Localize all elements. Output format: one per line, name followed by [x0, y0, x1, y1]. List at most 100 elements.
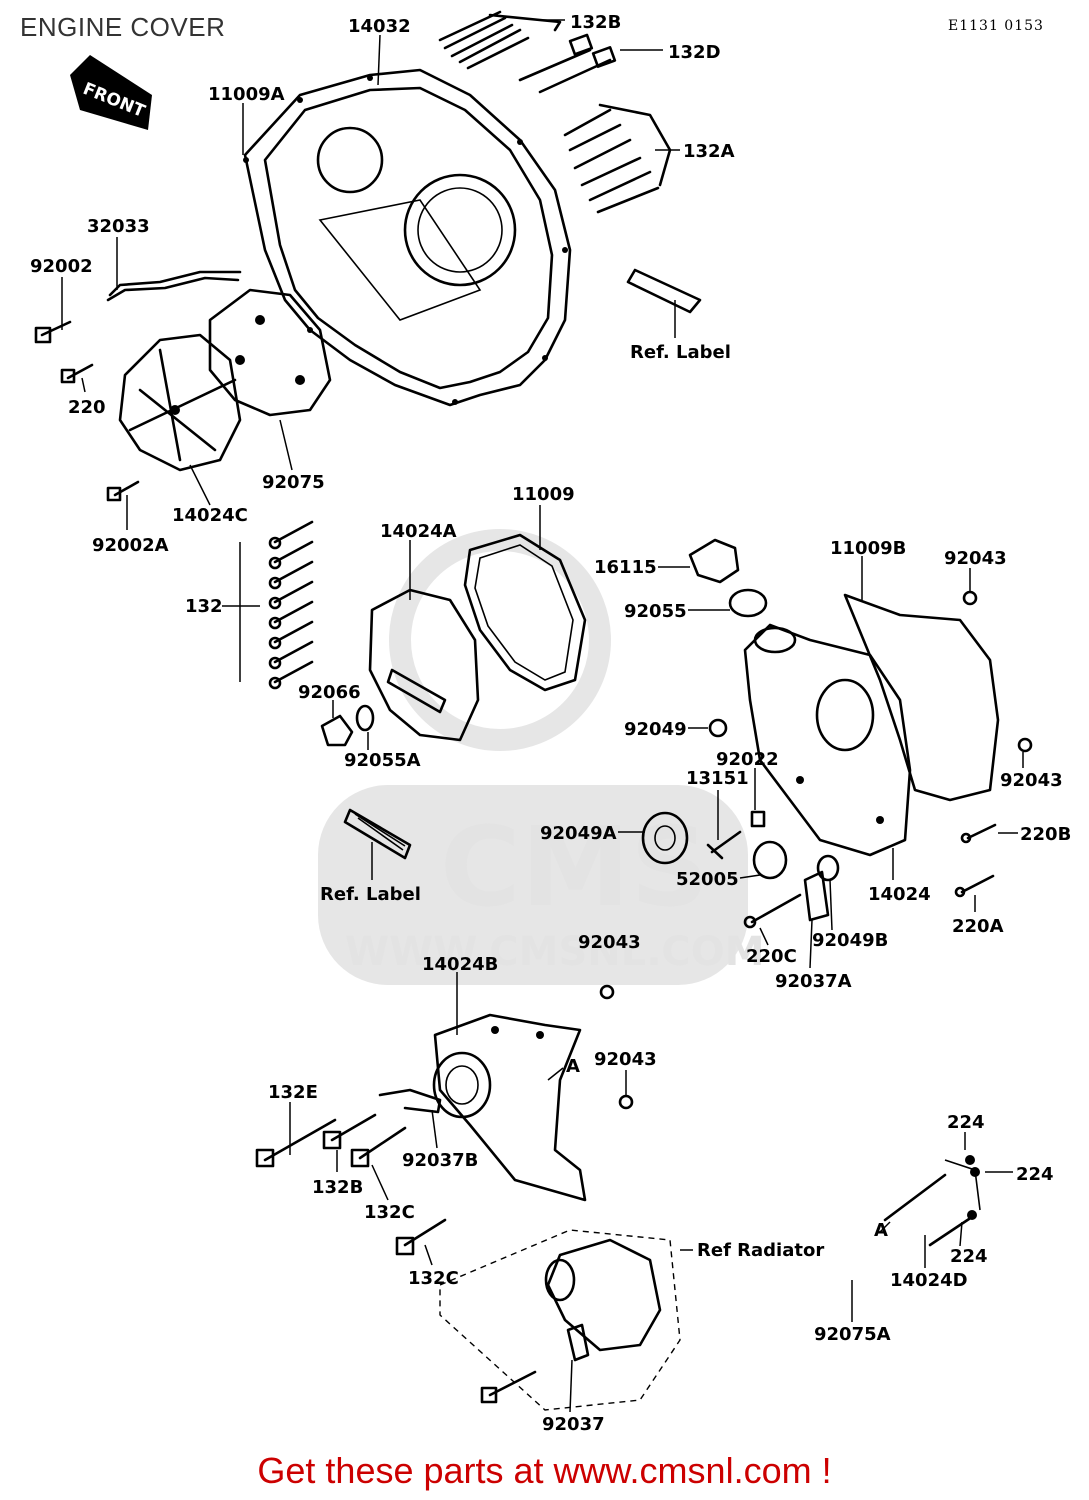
label-ref-label-mid: Ref. Label: [320, 884, 421, 905]
part-number-labels: 14032 132B 132D 11009A 132A 32033 92002 …: [30, 12, 1071, 1435]
label-14024B: 14024B: [422, 954, 498, 975]
gasket-92075: [208, 288, 332, 417]
cover-14024A: [368, 588, 480, 742]
label-92049A: 92049A: [540, 823, 617, 844]
label-11009B: 11009B: [830, 538, 906, 559]
cover-14024C: [118, 333, 242, 472]
clamp-92037A: [803, 870, 830, 922]
label-92037A: 92037A: [775, 971, 852, 992]
bolt-132B-bottom: [322, 1113, 377, 1150]
marker-A-left: A: [566, 1056, 580, 1077]
front-arrow-badge: FRONT: [70, 55, 152, 130]
radiator-reference-group: [439, 1229, 681, 1411]
label-220B: 220B: [1020, 824, 1071, 845]
watermark-brand: CMS: [440, 803, 709, 931]
label-132A: 132A: [683, 141, 735, 162]
label-92049B: 92049B: [812, 930, 888, 951]
label-92022: 92022: [716, 749, 779, 770]
cover-14024D: [883, 1155, 981, 1247]
bolt-column-132: [268, 520, 314, 690]
label-52005: 52005: [676, 869, 739, 890]
label-92002: 92002: [30, 256, 93, 277]
bolt-220: [60, 363, 94, 384]
right-cover-14024: [743, 623, 912, 857]
cms-watermark: CMS WWW.CMSNL.COM: [318, 529, 765, 985]
washer-92049B: [816, 854, 840, 882]
bolt-132C-b: [395, 1218, 447, 1256]
fitting-13151: [706, 830, 742, 860]
label-220: 220: [68, 397, 106, 418]
oring-92055: [728, 588, 768, 618]
label-92043-b: 92043: [1000, 770, 1063, 791]
label-32033: 32033: [87, 216, 150, 237]
bolt-92002: [34, 320, 72, 344]
label-92037: 92037: [542, 1414, 605, 1435]
label-92049: 92049: [624, 719, 687, 740]
nut-92043-d: [618, 1094, 634, 1110]
label-14024A: 14024A: [380, 521, 457, 542]
label-92037B: 92037B: [402, 1150, 478, 1171]
label-132E: 132E: [268, 1082, 318, 1103]
seal-92049A: [641, 811, 689, 865]
bolt-set-132A: [563, 103, 672, 214]
label-ref-label-top: Ref. Label: [630, 342, 731, 363]
leader-lines: [61, 19, 1024, 1413]
label-132C-a: 132C: [364, 1202, 415, 1223]
gasket-11009B: [843, 593, 1000, 802]
diagram-code: E1131 0153: [948, 18, 1044, 34]
hose-32033: [106, 270, 242, 302]
crankcase-cover-14032: [243, 68, 572, 407]
label-92066: 92066: [298, 682, 361, 703]
promo-link-text[interactable]: Get these parts at www.cmsnl.com !: [257, 1450, 832, 1491]
label-132D: 132D: [668, 42, 721, 63]
label-14032: 14032: [348, 16, 411, 37]
label-220A: 220A: [952, 916, 1004, 937]
label-220C: 220C: [746, 946, 797, 967]
ref-label-tag-top: [626, 268, 702, 314]
bolt-220C: [743, 893, 802, 929]
label-132: 132: [185, 596, 223, 617]
label-13151: 13151: [686, 768, 749, 789]
cap-16115: [688, 538, 740, 584]
clip-92037B: [378, 1088, 442, 1114]
oring-92055A: [355, 704, 375, 732]
plug-92066: [320, 714, 354, 747]
label-16115: 16115: [594, 557, 657, 578]
label-92043-c: 92043: [578, 932, 641, 953]
label-92055A: 92055A: [344, 750, 421, 771]
bearing-52005: [752, 840, 788, 880]
label-ref-radiator: Ref Radiator: [697, 1240, 824, 1261]
bolt-set-132B-top: [438, 10, 562, 70]
label-14024D: 14024D: [890, 1270, 968, 1291]
watermark-url: WWW.CMSNL.COM: [345, 929, 765, 975]
label-132B-top: 132B: [570, 12, 621, 33]
bolt-132C-a: [350, 1126, 407, 1168]
nut-92043-a: [962, 590, 978, 606]
label-224-a: 224: [947, 1112, 985, 1133]
nut-92043-b: [1017, 737, 1033, 753]
cover-14024B: [432, 1013, 587, 1202]
bolt-92002A: [106, 480, 140, 502]
label-92055: 92055: [624, 601, 687, 622]
bolt-220B: [960, 823, 997, 844]
nut-92043-c: [599, 984, 615, 1000]
label-132C-b: 132C: [408, 1268, 459, 1289]
label-92075A: 92075A: [814, 1324, 891, 1345]
label-14024: 14024: [868, 884, 931, 905]
label-92002A: 92002A: [92, 535, 169, 556]
label-92043-a: 92043: [944, 548, 1007, 569]
plug-92022: [750, 810, 766, 828]
ref-label-tag-mid: [343, 808, 412, 860]
washer-92049: [708, 718, 728, 738]
label-11009: 11009: [512, 484, 575, 505]
label-224-b: 224: [1016, 1164, 1054, 1185]
label-132B-bottom: 132B: [312, 1177, 363, 1198]
label-92075: 92075: [262, 472, 325, 493]
label-11009A: 11009A: [208, 84, 285, 105]
bolt-132E: [255, 1118, 337, 1168]
label-14024C: 14024C: [172, 505, 248, 526]
bolt-220A: [954, 874, 995, 898]
page-title: ENGINE COVER: [20, 12, 226, 42]
bolt-set-132D: [518, 33, 617, 94]
